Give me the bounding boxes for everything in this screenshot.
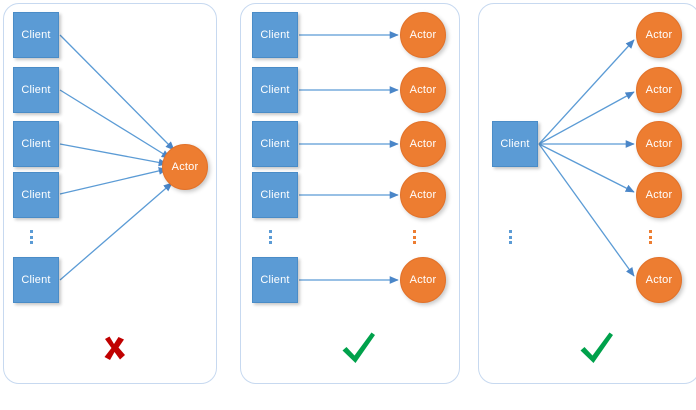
actor-label: Actor xyxy=(645,273,673,286)
client-label: Client xyxy=(260,273,290,286)
client-label: Client xyxy=(260,83,290,96)
vertical-ellipsis-icon xyxy=(268,230,272,244)
actor-label: Actor xyxy=(645,83,673,96)
ellipsis-dot xyxy=(29,230,33,233)
client-node[interactable]: Client xyxy=(252,67,298,113)
actor-node[interactable]: Actor xyxy=(400,67,446,113)
actor-label: Actor xyxy=(645,137,673,150)
vertical-ellipsis-icon xyxy=(648,230,652,244)
client-label: Client xyxy=(21,28,51,41)
client-label: Client xyxy=(21,137,51,150)
actor-node[interactable]: Actor xyxy=(636,12,682,58)
actor-node[interactable]: Actor xyxy=(400,172,446,218)
client-node[interactable]: Client xyxy=(13,257,59,303)
actor-label: Actor xyxy=(409,83,437,96)
ellipsis-dot xyxy=(508,230,512,233)
ellipsis-dot xyxy=(508,241,512,244)
actor-label: Actor xyxy=(409,188,437,201)
vertical-ellipsis-icon xyxy=(412,230,416,244)
client-node[interactable]: Client xyxy=(13,172,59,218)
actor-node[interactable]: Actor xyxy=(400,121,446,167)
actor-node[interactable]: Actor xyxy=(636,67,682,113)
actor-label: Actor xyxy=(409,137,437,150)
client-node[interactable]: Client xyxy=(252,121,298,167)
vertical-ellipsis-icon xyxy=(29,230,33,244)
client-node[interactable]: Client xyxy=(492,121,538,167)
ellipsis-dot xyxy=(508,235,512,239)
actor-node[interactable]: Actor xyxy=(636,172,682,218)
client-node[interactable]: Client xyxy=(252,257,298,303)
actor-node[interactable]: Actor xyxy=(162,144,208,190)
ellipsis-dot xyxy=(648,235,652,239)
actor-label: Actor xyxy=(409,28,437,41)
actor-label: Actor xyxy=(409,273,437,286)
ellipsis-dot xyxy=(412,230,416,233)
ellipsis-dot xyxy=(268,230,272,233)
ellipsis-dot xyxy=(29,235,33,239)
client-label: Client xyxy=(500,137,530,150)
ellipsis-dot xyxy=(412,241,416,244)
actor-label: Actor xyxy=(171,160,199,173)
client-label: Client xyxy=(21,273,51,286)
cross-icon xyxy=(100,333,128,365)
ellipsis-dot xyxy=(29,241,33,244)
client-label: Client xyxy=(260,28,290,41)
vertical-ellipsis-icon xyxy=(508,230,512,244)
client-label: Client xyxy=(260,188,290,201)
actor-label: Actor xyxy=(645,188,673,201)
client-label: Client xyxy=(260,137,290,150)
client-node[interactable]: Client xyxy=(13,12,59,58)
actor-label: Actor xyxy=(645,28,673,41)
actor-node[interactable]: Actor xyxy=(636,121,682,167)
ellipsis-dot xyxy=(648,241,652,244)
actor-node[interactable]: Actor xyxy=(636,257,682,303)
client-label: Client xyxy=(21,188,51,201)
ellipsis-dot xyxy=(268,241,272,244)
actor-node[interactable]: Actor xyxy=(400,12,446,58)
client-node[interactable]: Client xyxy=(13,121,59,167)
client-node[interactable]: Client xyxy=(13,67,59,113)
ellipsis-dot xyxy=(268,235,272,239)
check-icon xyxy=(578,330,616,366)
ellipsis-dot xyxy=(648,230,652,233)
client-node[interactable]: Client xyxy=(252,172,298,218)
client-node[interactable]: Client xyxy=(252,12,298,58)
actor-node[interactable]: Actor xyxy=(400,257,446,303)
check-icon xyxy=(340,330,378,366)
ellipsis-dot xyxy=(412,235,416,239)
client-label: Client xyxy=(21,83,51,96)
